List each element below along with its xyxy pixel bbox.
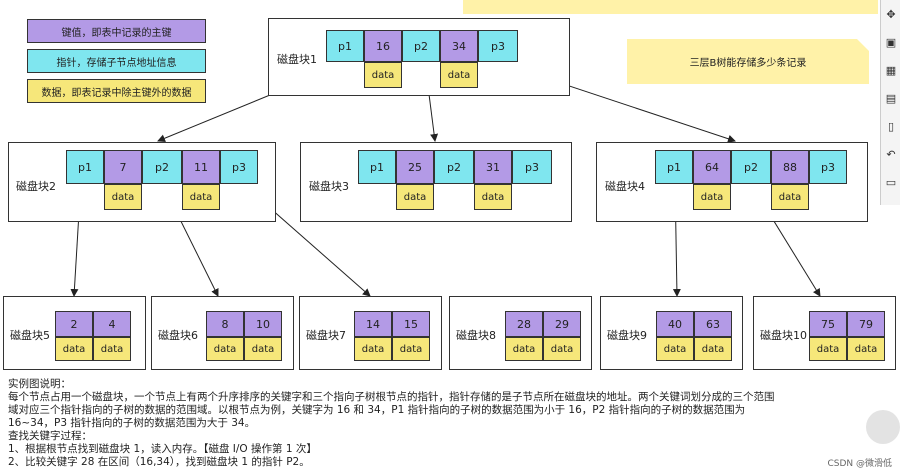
block-label: 磁盘块1 <box>277 53 317 66</box>
key-cell: 7 <box>104 150 142 184</box>
data-cell: data <box>364 62 402 88</box>
play-button[interactable] <box>866 410 900 444</box>
comment-icon[interactable]: ▭ <box>885 176 897 189</box>
right-toolbar: ✥ ▣ ▦ ▤ ▯ ↶ ▭ <box>880 0 900 205</box>
block-label: 磁盘块3 <box>309 180 349 193</box>
data-cell: data <box>396 184 434 210</box>
data-cell: data <box>809 337 847 361</box>
pointer-cell: p2 <box>402 30 440 62</box>
watermark: CSDN @微滑低 <box>827 459 892 469</box>
data-cell: data <box>104 184 142 210</box>
data-cell: data <box>55 337 93 361</box>
data-cell: data <box>847 337 885 361</box>
key-cell: 8 <box>206 311 244 337</box>
pointer-cell: p1 <box>326 30 364 62</box>
key-cell: 2 <box>55 311 93 337</box>
description-line: 域对应三个指针指向的子树的数据的范围域。以根节点为例，关键字为 16 和 34，… <box>8 404 746 416</box>
block-label: 磁盘块7 <box>306 329 346 342</box>
undo-icon[interactable]: ↶ <box>886 148 896 161</box>
data-cell: data <box>771 184 809 210</box>
grid-icon[interactable]: ▦ <box>885 64 897 77</box>
key-cell: 25 <box>396 150 434 184</box>
pointer-cell: p3 <box>220 150 258 184</box>
data-cell: data <box>693 184 731 210</box>
data-cell: data <box>392 337 430 361</box>
block-label: 磁盘块9 <box>607 329 647 342</box>
pointer-cell: p1 <box>358 150 396 184</box>
pointer-cell: p2 <box>142 150 182 184</box>
legend-data-text: 数据，即表记录中除主键外的数据 <box>41 87 192 99</box>
key-cell: 14 <box>354 311 392 337</box>
block-label: 磁盘块2 <box>16 180 56 193</box>
legend-key-text: 键值，即表中记录的主键 <box>61 27 172 39</box>
key-cell: 34 <box>440 30 478 62</box>
block-label: 磁盘块6 <box>158 329 198 342</box>
data-cell: data <box>505 337 543 361</box>
description-line: 查找关键字过程： <box>8 430 92 442</box>
key-cell: 88 <box>771 150 809 184</box>
key-cell: 16 <box>364 30 402 62</box>
key-cell: 63 <box>694 311 732 337</box>
data-cell: data <box>206 337 244 361</box>
pointer-cell: p1 <box>655 150 693 184</box>
data-cell: data <box>656 337 694 361</box>
block-label: 磁盘块4 <box>605 180 645 193</box>
data-cell: data <box>440 62 478 88</box>
block-label: 磁盘块8 <box>456 329 496 342</box>
data-cell: data <box>543 337 581 361</box>
key-cell: 40 <box>656 311 694 337</box>
key-cell: 10 <box>244 311 282 337</box>
key-cell: 4 <box>93 311 131 337</box>
description-line: 1、根据根节点找到磁盘块 1，读入内存。【磁盘 I/O 操作第 1 次】 <box>8 443 317 455</box>
sticky-note[interactable]: 三层B树能存储多少条记录 <box>627 39 869 84</box>
key-cell: 64 <box>693 150 731 184</box>
description-line: 每个节点占用一个磁盘块，一个节点上有两个升序排序的关键字和三个指向子树根节点的指… <box>8 391 775 403</box>
pointer-cell: p3 <box>809 150 847 184</box>
pointer-cell: p2 <box>434 150 474 184</box>
description-line: 实例图说明： <box>8 378 71 390</box>
description: 实例图说明： 每个节点占用一个磁盘块，一个节点上有两个升序排序的关键字和三个指向… <box>8 378 836 469</box>
key-cell: 29 <box>543 311 581 337</box>
panel-icon[interactable]: ▤ <box>885 92 897 105</box>
data-cell: data <box>182 184 220 210</box>
data-cell: data <box>244 337 282 361</box>
key-cell: 28 <box>505 311 543 337</box>
sticky-note-text: 三层B树能存储多少条记录 <box>689 58 807 69</box>
key-cell: 79 <box>847 311 885 337</box>
data-cell: data <box>354 337 392 361</box>
legend-pointer: 指针，存储子节点地址信息 <box>27 49 206 73</box>
pointer-cell: p3 <box>478 30 518 62</box>
key-cell: 75 <box>809 311 847 337</box>
key-cell: 11 <box>182 150 220 184</box>
pointer-cell: p1 <box>66 150 104 184</box>
legend-pointer-text: 指针，存储子节点地址信息 <box>56 57 177 69</box>
key-cell: 15 <box>392 311 430 337</box>
data-cell: data <box>474 184 512 210</box>
description-line: 16~34，P3 指针指向的子树的数据范围为大于 34。 <box>8 417 256 429</box>
top-note-strip <box>463 0 878 14</box>
data-cell: data <box>93 337 131 361</box>
pointer-cell: p2 <box>731 150 771 184</box>
move-icon[interactable]: ✥ <box>886 8 896 21</box>
data-cell: data <box>694 337 732 361</box>
legend-key: 键值，即表中记录的主键 <box>27 19 206 43</box>
key-cell: 31 <box>474 150 512 184</box>
pointer-cell: p3 <box>512 150 552 184</box>
image-icon[interactable]: ▣ <box>885 36 897 49</box>
description-line: 2、比较关键字 28 在区间（16,34），找到磁盘块 1 的指针 P2。 <box>8 456 310 468</box>
legend-data: 数据，即表记录中除主键外的数据 <box>27 79 206 103</box>
block-label: 磁盘块10 <box>760 329 807 342</box>
page-icon[interactable]: ▯ <box>887 120 895 133</box>
block-label: 磁盘块5 <box>10 329 50 342</box>
